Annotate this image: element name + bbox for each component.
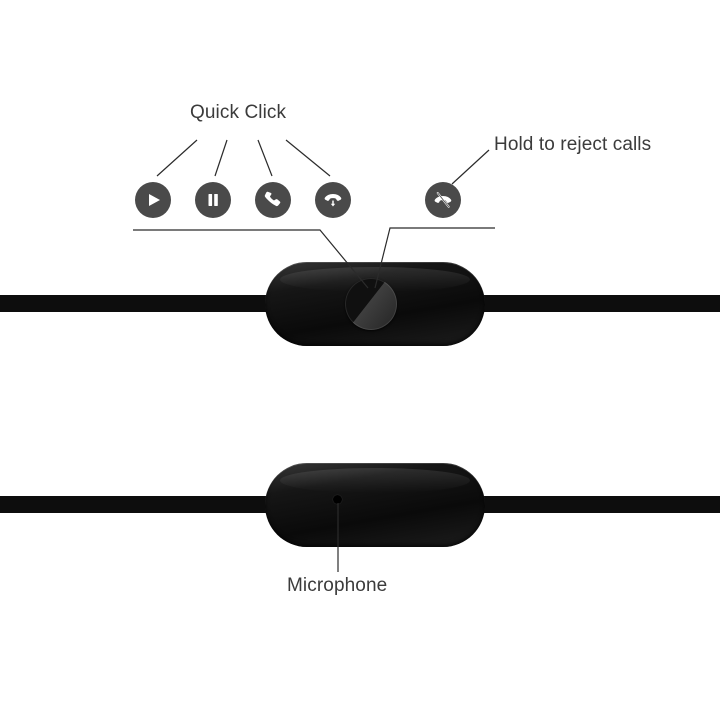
pause-icon[interactable] (195, 182, 231, 218)
multifunction-button[interactable] (345, 278, 397, 330)
cable-bottom-left (0, 496, 272, 513)
microphone-module (265, 463, 485, 547)
end-call-icon[interactable] (315, 182, 351, 218)
leader-end-call (285, 139, 331, 177)
leader-pause (214, 139, 228, 177)
leader-play (156, 139, 198, 177)
answer-call-icon[interactable] (255, 182, 291, 218)
cable-bottom-right (478, 496, 720, 513)
hold-to-reject-calls-label: Hold to reject calls (494, 134, 652, 155)
button-sheen (345, 278, 397, 330)
leader-answer (257, 139, 273, 177)
play-icon[interactable] (135, 182, 171, 218)
leader-reject-call (451, 149, 490, 185)
reject-call-icon[interactable] (425, 182, 461, 218)
quick-click-label: Quick Click (190, 102, 287, 123)
microphone-label: Microphone (287, 575, 388, 596)
microphone-pinhole-icon (333, 495, 342, 504)
cable-top-left (0, 295, 272, 312)
cable-top-right (478, 295, 720, 312)
